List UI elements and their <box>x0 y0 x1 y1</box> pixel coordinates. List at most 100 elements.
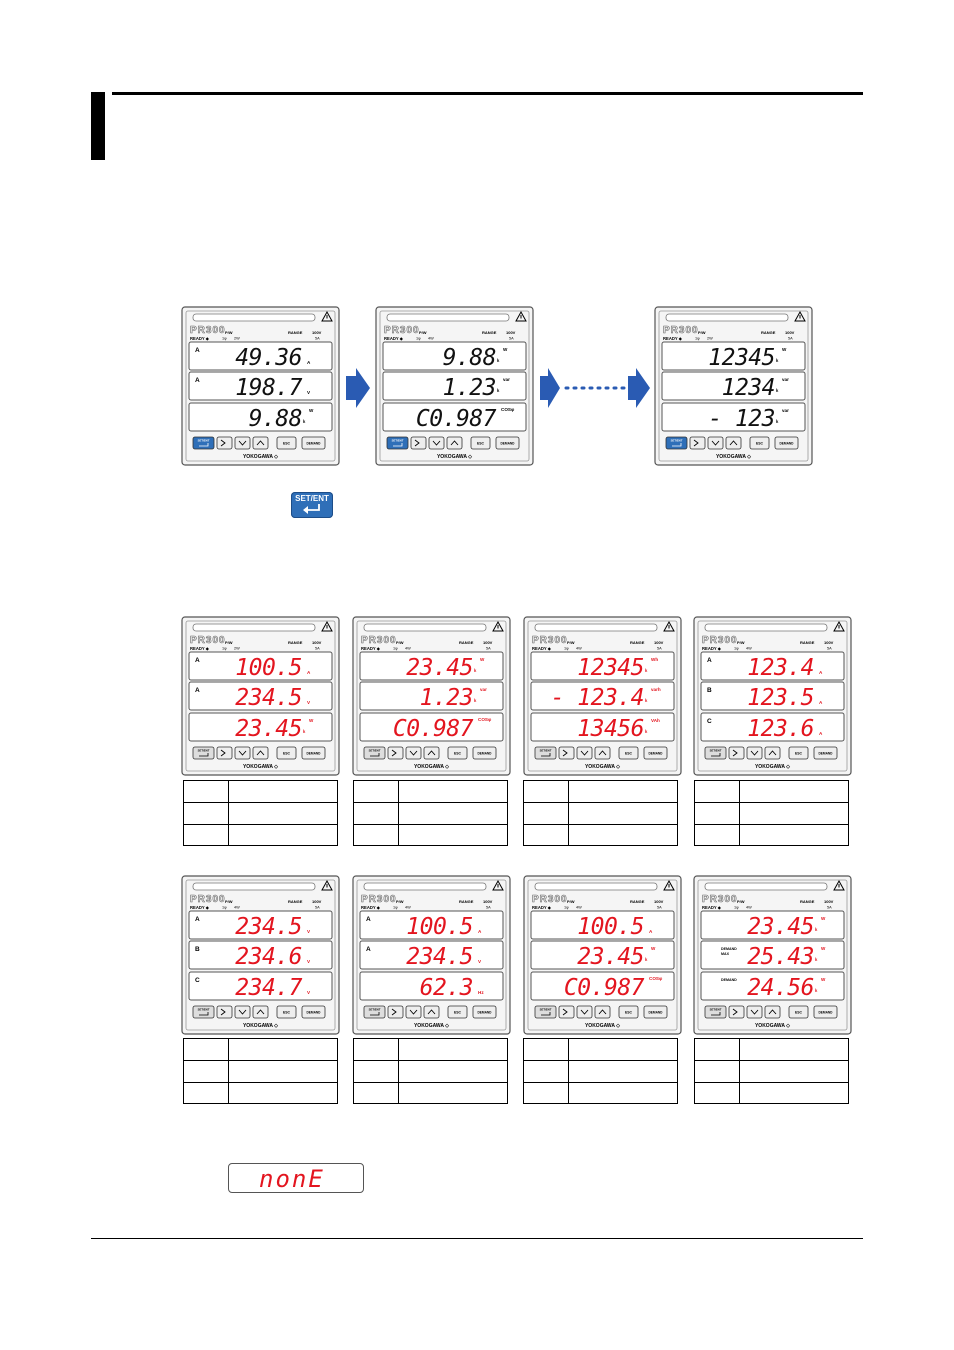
row-unit-prefix: k <box>815 957 818 962</box>
ready-label: READY ◆ <box>702 905 722 910</box>
section-tab <box>91 92 105 160</box>
row-unit: W <box>821 946 826 951</box>
row-unit: var <box>503 377 510 382</box>
table-row-divider <box>354 824 507 825</box>
chevron-up-button <box>764 746 781 760</box>
row-unit: V <box>478 959 482 964</box>
header-rule <box>112 92 863 95</box>
footer-rule <box>91 1238 863 1239</box>
demand-button: DEMAND <box>472 1005 497 1019</box>
table-row-divider <box>695 802 848 803</box>
chevron-down-icon <box>409 750 418 756</box>
row-unit: VAh <box>651 718 660 723</box>
demand-key-label: DEMAND <box>501 442 516 446</box>
set-ent-button: SET/ENT <box>704 746 727 760</box>
table-row-divider <box>184 824 337 825</box>
table-row-divider <box>354 1060 507 1061</box>
amp-label: 5A <box>509 337 514 341</box>
row-value: - 123 <box>708 406 775 432</box>
phase-label: 1φ <box>564 906 569 910</box>
row-value: 23.45 <box>406 655 473 681</box>
esc-key-label: ESC <box>283 752 291 756</box>
esc-button: ESC <box>749 436 770 450</box>
chevron-up-icon <box>768 1009 777 1015</box>
display-item-table <box>353 1038 508 1104</box>
chevron-up-icon <box>427 750 436 756</box>
esc-key-label: ESC <box>795 1011 803 1015</box>
brand-label: YOKOGAWA ◇ <box>585 1023 620 1029</box>
chevron-down-icon <box>409 1009 418 1015</box>
ready-label: READY ◆ <box>384 336 404 341</box>
model-label: PR300 <box>361 635 397 646</box>
warning-icon <box>833 879 845 891</box>
warning-icon <box>321 620 333 632</box>
row-value: 23.45 <box>747 914 814 940</box>
brand-label: YOKOGAWA ◇ <box>585 764 620 770</box>
set-ent-key-label: SET/ENT <box>392 439 404 443</box>
chevron-up-icon <box>450 440 459 446</box>
range-label: RANGE <box>288 330 303 335</box>
chevron-down-icon <box>580 1009 589 1015</box>
row-prefix-label: A <box>195 377 200 384</box>
range-label: RANGE <box>800 899 815 904</box>
phase-label: 1φ <box>416 337 421 341</box>
set-ent-button: SET/ENT <box>192 746 215 760</box>
set-ent-button: SET/ENT <box>665 436 688 450</box>
table-row-divider <box>695 824 848 825</box>
chevron-down-icon <box>750 750 759 756</box>
display-item-table <box>694 1038 849 1104</box>
brand-label: YOKOGAWA ◇ <box>243 454 278 460</box>
pw-label: P/W <box>419 330 427 335</box>
pw-label: P/W <box>567 640 575 645</box>
chevron-right-icon <box>693 439 699 447</box>
row-unit: Hz <box>478 990 484 995</box>
row-unit-prefix: k <box>497 358 500 363</box>
table-row-divider <box>695 1060 848 1061</box>
demand-button: DEMAND <box>643 746 668 760</box>
volt-label: 100V <box>506 330 516 335</box>
range-label: RANGE <box>761 330 776 335</box>
demand-button: DEMAND <box>813 1005 838 1019</box>
row-unit: W <box>309 408 314 413</box>
table-row-divider <box>524 802 677 803</box>
table-row-divider <box>184 1082 337 1083</box>
brand-label: YOKOGAWA ◇ <box>755 764 790 770</box>
chevron-down-button <box>405 1005 422 1019</box>
chevron-down-button <box>234 436 251 450</box>
range-label: RANGE <box>288 640 303 645</box>
row-unit: V <box>307 959 311 964</box>
row-unit: A <box>819 700 823 705</box>
demand-key-label: DEMAND <box>307 1011 322 1015</box>
table-column-divider <box>739 781 740 845</box>
esc-key-label: ESC <box>283 1011 291 1015</box>
row-unit: COSφ <box>478 717 492 722</box>
esc-key-label: ESC <box>625 1011 633 1015</box>
set-ent-key-label: SET/ENT <box>198 749 210 753</box>
row-value: 12345 <box>708 345 775 371</box>
amp-label: 5A <box>788 337 793 341</box>
ready-label: READY ◆ <box>532 905 552 910</box>
range-label: RANGE <box>630 640 645 645</box>
row-unit-prefix: k <box>645 668 648 673</box>
phase-label: 1φ <box>695 337 700 341</box>
warning-icon <box>833 620 845 632</box>
model-label: PR300 <box>702 635 738 646</box>
volt-label: 100V <box>483 640 493 645</box>
chevron-up-button <box>725 436 742 450</box>
row-value: - 123.4 <box>551 685 644 711</box>
chevron-up-button <box>252 1005 269 1019</box>
row-unit-prefix: k <box>776 358 779 363</box>
row-value: 1234 <box>722 375 775 401</box>
chevron-right-button <box>558 1005 575 1019</box>
row-unit: W <box>480 657 485 662</box>
row-unit: V <box>307 990 311 995</box>
chevron-up-button <box>252 746 269 760</box>
row-prefix-label: B <box>195 946 200 953</box>
row-unit: COSφ <box>649 976 663 981</box>
warning-icon <box>515 310 527 322</box>
chevron-right-icon <box>391 749 397 757</box>
row-value: 23.45 <box>577 944 644 970</box>
model-label: PR300 <box>532 894 568 905</box>
pw-label: P/W <box>396 640 404 645</box>
